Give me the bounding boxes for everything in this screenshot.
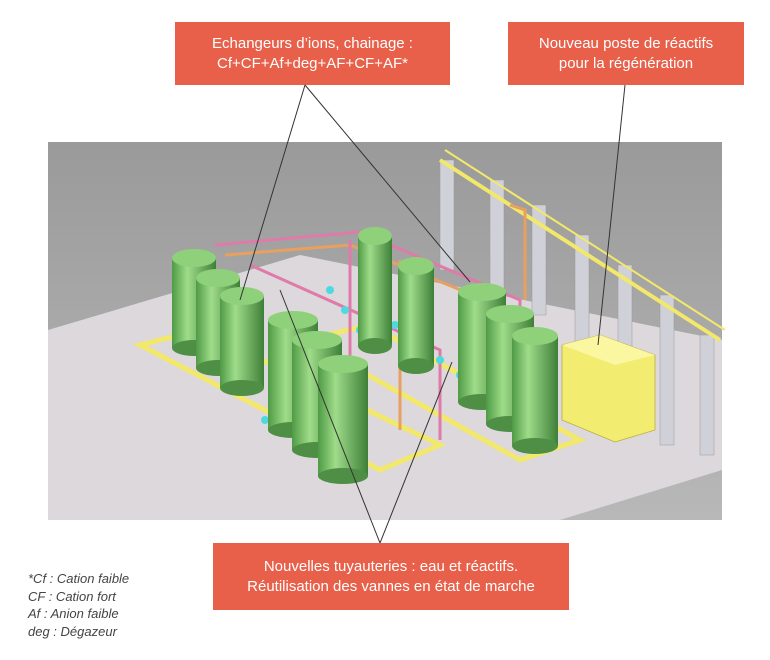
legend-item: *Cf : Cation faible xyxy=(28,571,130,586)
tank xyxy=(512,327,558,454)
callout-reagent-line2: pour la régénération xyxy=(558,54,694,72)
callout-piping-line1: Nouvelles tuyauteries : eau et réactifs. xyxy=(263,557,519,575)
callout-reagent-line1: Nouveau poste de réactifs xyxy=(538,34,714,52)
abbreviation-legend: *Cf : Cation faible CF : Cation fort Af … xyxy=(28,570,129,640)
callout-exchangers-line1: Echangeurs d’ions, chainage : xyxy=(212,34,413,52)
legend-item: CF : Cation fort xyxy=(28,588,116,604)
callout-piping-line2: Réutilisation des vannes en état de marc… xyxy=(247,577,535,595)
tank xyxy=(220,287,264,396)
reagent-station xyxy=(561,334,656,443)
callout-exchangers: Echangeurs d’ions, chainage : Cf+CF+Af+d… xyxy=(175,22,450,85)
tank xyxy=(318,355,368,484)
tank xyxy=(398,257,434,374)
legend-item: Af : Anion faible xyxy=(28,606,119,621)
tank xyxy=(358,227,392,354)
legend-item: deg : Dégazeur xyxy=(28,623,117,639)
callout-piping: Nouvelles tuyauteries : eau et réactifs.… xyxy=(213,543,569,610)
callout-reagent-station: Nouveau poste de réactifs pour la régéné… xyxy=(508,22,744,85)
callout-exchangers-line2: Cf+CF+Af+deg+AF+CF+AF* xyxy=(217,54,408,72)
